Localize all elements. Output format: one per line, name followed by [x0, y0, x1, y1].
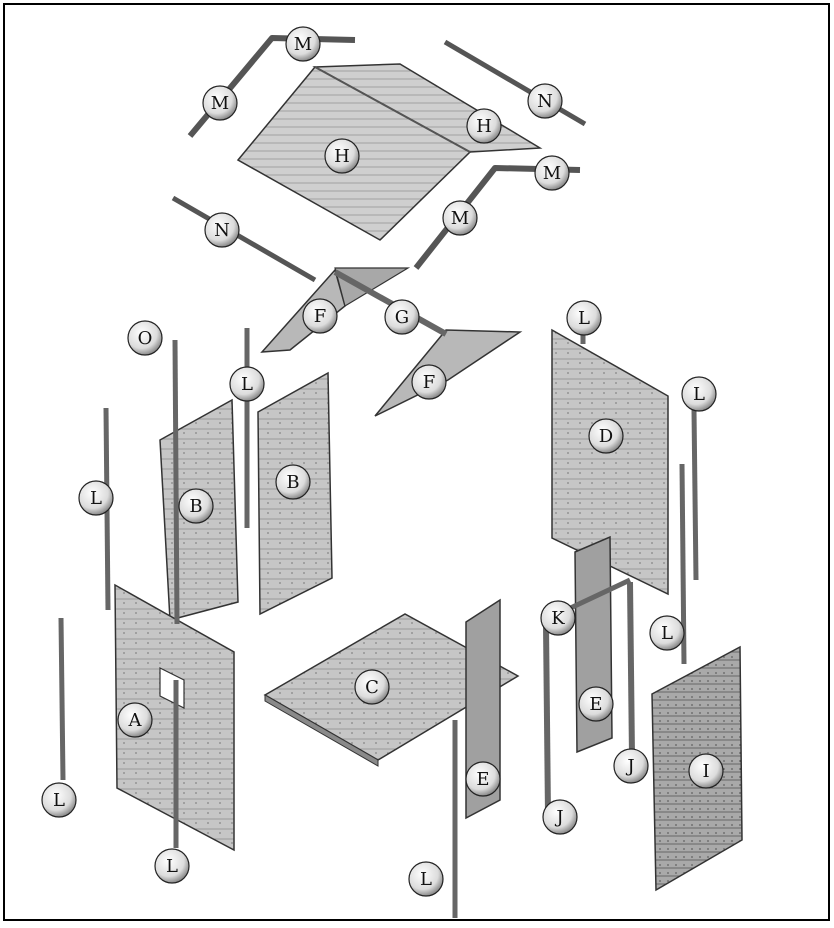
callout-e-back: E [578, 686, 614, 722]
svg-text:B: B [189, 496, 202, 517]
callout-g: G [384, 299, 420, 335]
svg-text:E: E [589, 694, 602, 715]
callout-l-5: L [408, 861, 444, 897]
callout-k: K [540, 600, 576, 636]
svg-text:L: L [166, 856, 178, 877]
callout-a: A [117, 702, 153, 738]
svg-text:H: H [476, 116, 492, 137]
svg-text:L: L [578, 308, 590, 329]
svg-text:M: M [294, 34, 312, 55]
gable-left-top [334, 267, 411, 307]
callout-f-left: F [302, 298, 338, 334]
svg-text:N: N [214, 220, 230, 241]
callouts: H H M M M M N N F F G O B B D A C E E I … [41, 26, 724, 897]
wall-panel-d [551, 328, 669, 596]
callout-l-4: L [154, 848, 190, 884]
callout-l-7: L [681, 376, 717, 412]
callout-m-right-lower: M [442, 200, 478, 236]
callout-n-right: N [527, 83, 563, 119]
svg-text:J: J [625, 756, 634, 777]
callout-i: I [688, 753, 724, 789]
svg-text:J: J [554, 807, 563, 828]
door-post-j-right [627, 581, 635, 758]
svg-text:D: D [599, 426, 613, 447]
callout-m-top: M [285, 26, 321, 62]
callout-j-left: J [542, 799, 578, 835]
callout-c: C [354, 669, 390, 705]
eave-trim-right [443, 39, 587, 127]
svg-text:E: E [476, 769, 489, 790]
floor-edge [264, 694, 379, 767]
eave-trim-left [171, 195, 317, 283]
callout-d: D [588, 418, 624, 454]
callout-h-left: H [324, 138, 360, 174]
callout-l-1: L [229, 366, 265, 402]
svg-text:N: N [537, 91, 553, 112]
svg-text:I: I [702, 761, 709, 782]
post-l-4 [58, 617, 66, 781]
ridge-beam [333, 269, 448, 337]
callout-e-front: E [465, 761, 501, 797]
callout-l-8: L [649, 615, 685, 651]
svg-text:O: O [138, 328, 153, 349]
callout-o: O [127, 320, 163, 356]
svg-text:M: M [543, 163, 561, 184]
svg-text:F: F [423, 372, 436, 393]
svg-text:H: H [334, 146, 350, 167]
svg-text:C: C [365, 677, 379, 698]
svg-text:M: M [451, 208, 469, 229]
svg-text:L: L [693, 384, 705, 405]
door-post-j-left [543, 624, 551, 816]
callout-n-left: N [204, 212, 240, 248]
callout-m-left: M [202, 85, 238, 121]
roof-ridge-line [314, 66, 471, 153]
callout-b-mid: B [275, 464, 311, 500]
panel-e-front [465, 598, 501, 820]
svg-text:M: M [211, 93, 229, 114]
callout-h-right: H [466, 108, 502, 144]
callout-m-right: M [534, 155, 570, 191]
svg-text:K: K [551, 608, 565, 629]
callout-l-2: L [78, 480, 114, 516]
callout-b-left: B [178, 488, 214, 524]
callout-l-6: L [566, 300, 602, 336]
svg-text:L: L [420, 869, 432, 890]
post-l-1 [172, 339, 180, 625]
svg-text:L: L [53, 790, 65, 811]
svg-text:L: L [90, 488, 102, 509]
callout-f-right: F [411, 364, 447, 400]
svg-text:B: B [286, 472, 299, 493]
svg-text:L: L [661, 623, 673, 644]
callout-l-3: L [41, 782, 77, 818]
post-l-8 [691, 409, 699, 581]
svg-text:F: F [314, 306, 327, 327]
callout-j-right: J [613, 748, 649, 784]
svg-text:L: L [241, 374, 253, 395]
svg-text:G: G [395, 307, 409, 328]
svg-text:A: A [128, 710, 143, 731]
